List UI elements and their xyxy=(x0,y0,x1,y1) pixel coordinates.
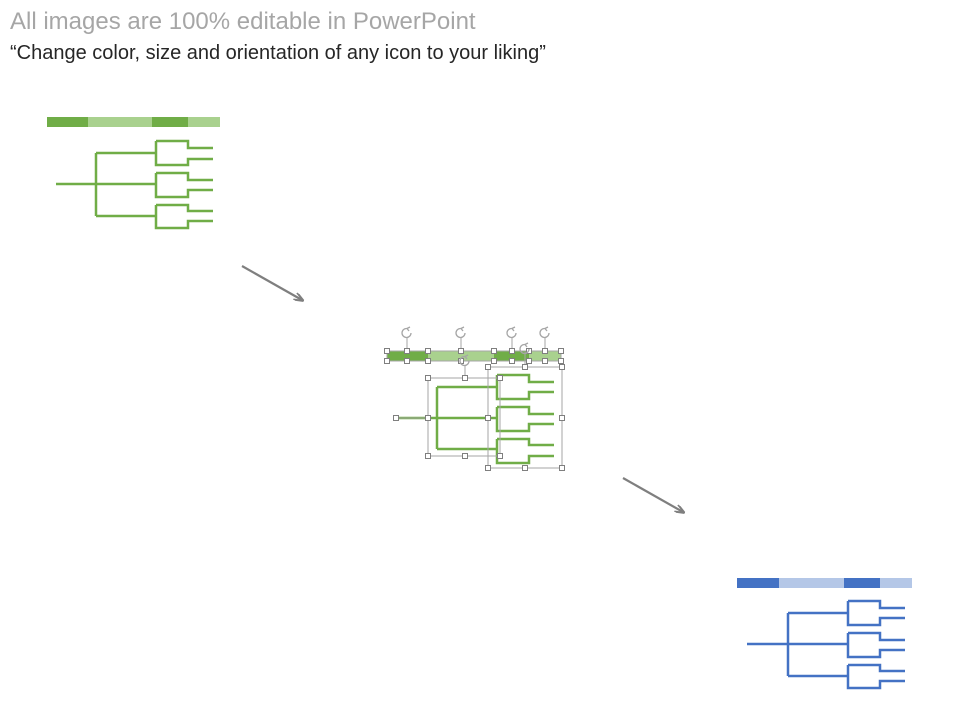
header-bar xyxy=(737,578,912,588)
tree-lines xyxy=(747,599,905,690)
header-bar xyxy=(387,351,561,361)
arrow-icon xyxy=(622,477,683,512)
arrow-icon xyxy=(241,265,302,300)
tree-diagram-icon-selected[interactable] xyxy=(384,326,565,471)
slide-title: All images are 100% editable in PowerPoi… xyxy=(10,8,476,35)
resize-handles[interactable] xyxy=(384,348,565,471)
slide-subtitle: “Change color, size and orientation of a… xyxy=(10,42,546,64)
tree-diagram-icon-blue[interactable] xyxy=(737,578,912,690)
tree-lines xyxy=(56,139,213,230)
rotate-handle-icon[interactable] xyxy=(401,326,550,367)
tree-lines xyxy=(396,373,554,465)
header-bar xyxy=(47,117,220,127)
tree-diagram-icon-green[interactable] xyxy=(47,117,220,230)
